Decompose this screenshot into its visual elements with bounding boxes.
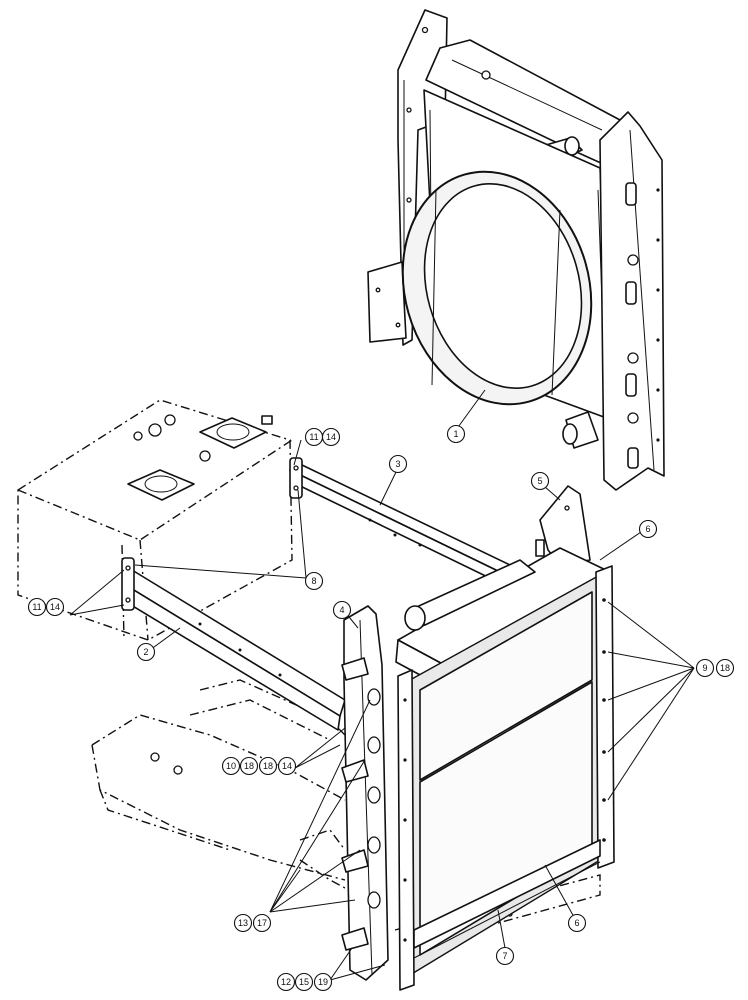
hydraulic-tank-outline [17,399,293,641]
callout-14-top: 14 [321,427,341,447]
svg-text:18: 18 [263,761,273,771]
svg-text:12: 12 [281,977,291,987]
callout-13: 13 [233,913,253,933]
svg-text:17: 17 [257,918,267,928]
callout-14-mid: 14 [277,756,297,776]
callout-14-left: 14 [45,597,65,617]
svg-text:7: 7 [502,951,507,961]
svg-text:1: 1 [453,429,458,439]
svg-text:11: 11 [309,432,318,442]
leader-lines [69,389,695,981]
svg-text:14: 14 [282,761,292,771]
svg-text:14: 14 [326,432,336,442]
callout-11-left: 11 [27,597,47,617]
cross-member-upper [289,457,511,583]
svg-text:6: 6 [645,524,650,534]
callout-6-top: 6 [638,519,658,539]
svg-text:19: 19 [318,977,328,987]
callout-12: 12 [276,972,296,992]
chassis-frame-outline [91,679,601,951]
callout-2: 2 [136,642,156,662]
callout-18-b: 18 [258,756,278,776]
callout-5: 5 [530,471,550,491]
callout-19: 19 [313,972,333,992]
callout-18-right: 18 [715,658,735,678]
callout-11-top: 11 [304,427,324,447]
callout-8: 8 [304,571,324,591]
svg-text:2: 2 [143,647,148,657]
svg-text:13: 13 [238,918,248,928]
svg-text:11: 11 [32,602,41,612]
callout-9: 9 [695,658,715,678]
callout-15: 15 [294,972,314,992]
callout-7: 7 [495,946,515,966]
svg-text:9: 9 [702,663,707,673]
svg-text:14: 14 [50,602,60,612]
svg-text:3: 3 [395,459,400,469]
callout-18-a: 18 [239,756,259,776]
svg-text:6: 6 [574,918,579,928]
left-upright-bracket [341,605,389,981]
callout-6-bottom: 6 [567,913,587,933]
callout-4: 4 [332,600,352,620]
callout-1: 1 [446,424,466,444]
svg-text:8: 8 [311,576,316,586]
callout-17: 17 [252,913,272,933]
svg-text:10: 10 [226,761,236,771]
svg-text:5: 5 [537,476,542,486]
svg-text:18: 18 [720,663,730,673]
cooler-assembly [395,547,615,991]
callout-3: 3 [388,454,408,474]
svg-text:15: 15 [299,977,309,987]
fan-shroud-assembly [367,9,665,491]
right-upright-bracket [535,485,591,566]
svg-text:18: 18 [244,761,254,771]
svg-text:4: 4 [339,605,344,615]
callout-10: 10 [221,756,241,776]
